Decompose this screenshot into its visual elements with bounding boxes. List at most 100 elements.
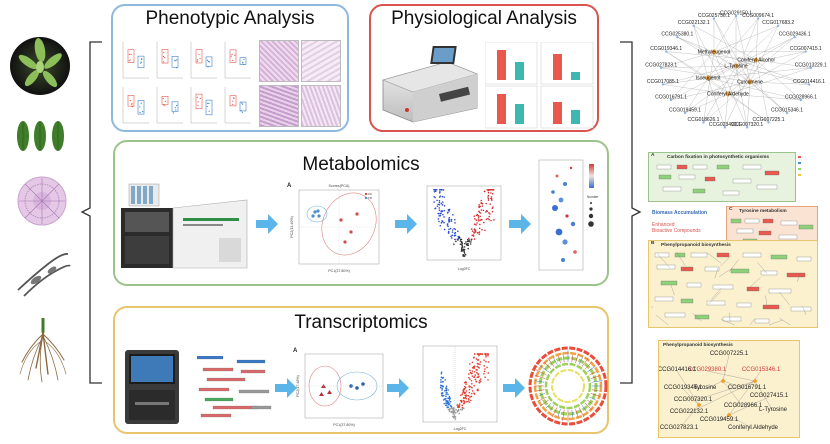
volcano-point [484,353,486,355]
network-edge [713,15,737,53]
boxplot-box [127,49,135,63]
pathway-node [764,170,780,176]
bubble-point [555,228,563,236]
volcano-point [465,397,468,400]
volcano-point [442,189,445,191]
volcano-point [447,389,449,391]
metabolite-node [711,49,717,55]
data-point [230,55,232,57]
volcano-point [447,231,450,234]
pathway-node [680,298,694,304]
network-node-label: CCG016791.1 [728,385,767,391]
volcano-xlabel: Log2FC [458,267,471,271]
pathway-node [716,252,730,258]
gene-node [669,98,673,102]
volcano-point [470,239,473,241]
gene-node-label: CCG027823.1 [645,62,677,68]
flow-arrow [509,214,531,234]
data-point [243,58,245,60]
transcriptomics-volcano-plot: Log2FC [422,345,498,431]
circos-tick [589,396,596,401]
volcano-point [480,218,482,221]
volcano-point [467,240,469,243]
volcano-point [442,201,444,203]
pathway-node [680,266,694,272]
volcano-point [471,390,474,392]
volcano-point [458,406,460,409]
data-point [243,63,245,66]
circos-tick [591,380,603,383]
volcano-point [457,239,459,241]
volcano-point [461,392,464,394]
volcano-point [491,192,494,195]
volcano-point [440,384,442,387]
network-edge [727,93,801,101]
circos-tick [590,375,600,379]
gene-node [799,98,803,102]
pathway-edge [708,291,721,305]
network-node-label: Coniferyl Aldehyde [728,425,779,431]
pathway-label-b: B [651,241,655,246]
phenotype-boxplot-grid [122,42,251,124]
circos-tick [587,365,596,373]
volcano-point [443,209,446,212]
transcriptomics-pca-plot: A PC1(37.80%) PC2(17.48%) [293,348,384,427]
volcano-point [458,412,461,415]
boxplot-box [171,56,179,68]
pathway-node [796,256,812,262]
pathway-edge [719,267,733,277]
volcano-point [450,407,453,410]
sequencing-read [197,356,224,360]
network-edge [755,36,795,61]
volcano-point [440,379,442,381]
volcano-point [488,215,491,218]
pathway-label-c: C [729,207,733,212]
mini-chart-frame [540,42,594,85]
volcano-point [476,353,479,355]
pathway-node [754,318,770,324]
metabolite-node-label: L-Tyrosine [724,64,748,70]
volcano-point [451,229,454,231]
volcano-point [452,413,454,415]
volcano-point [450,410,453,413]
pathway-edge [676,252,686,266]
volcano-point [434,196,436,199]
volcano-point [481,228,483,231]
gene-node-label: CCG009674.1 [742,13,774,19]
data-point [131,102,133,105]
volcano-point [443,402,446,405]
volcano-point [486,189,489,191]
flow-arrow [503,378,525,398]
network-edge [693,25,757,61]
pca-legend-tr: TR [368,196,373,200]
pca-xlabel: PC1(37.80%) [328,269,350,273]
physiology-bar-charts [485,42,594,129]
volcano-point [463,385,466,388]
volcano-point [448,410,451,413]
pca-ylabel: PC2(13.40%) [290,216,294,238]
sequencing-read [236,359,266,364]
data-point [129,59,131,61]
volcano-point [474,231,477,233]
volcano-point [470,241,472,243]
pathway-edge [796,273,801,282]
pca-panel-label: A [293,348,298,354]
volcano-point [479,353,482,355]
volcano-point [491,210,494,213]
volcano-point [481,202,484,205]
spectrophotometer-icon [382,46,478,123]
pathway-edge [706,252,722,264]
volcano-point [473,367,475,370]
network-edge [727,18,759,95]
volcano-point [445,404,448,407]
bubble-point [570,221,576,227]
metabolite-node [696,402,702,408]
volcano-point [445,391,448,394]
circos-tick [591,389,599,392]
metabolite-node [726,412,732,418]
phenylpropanoid-title: Phenylpropanoid biosynthesis [661,243,731,248]
metabolite-node [725,91,731,97]
boxplot-box [127,95,135,107]
flow-arrow [256,214,278,234]
gene-node [723,126,727,129]
